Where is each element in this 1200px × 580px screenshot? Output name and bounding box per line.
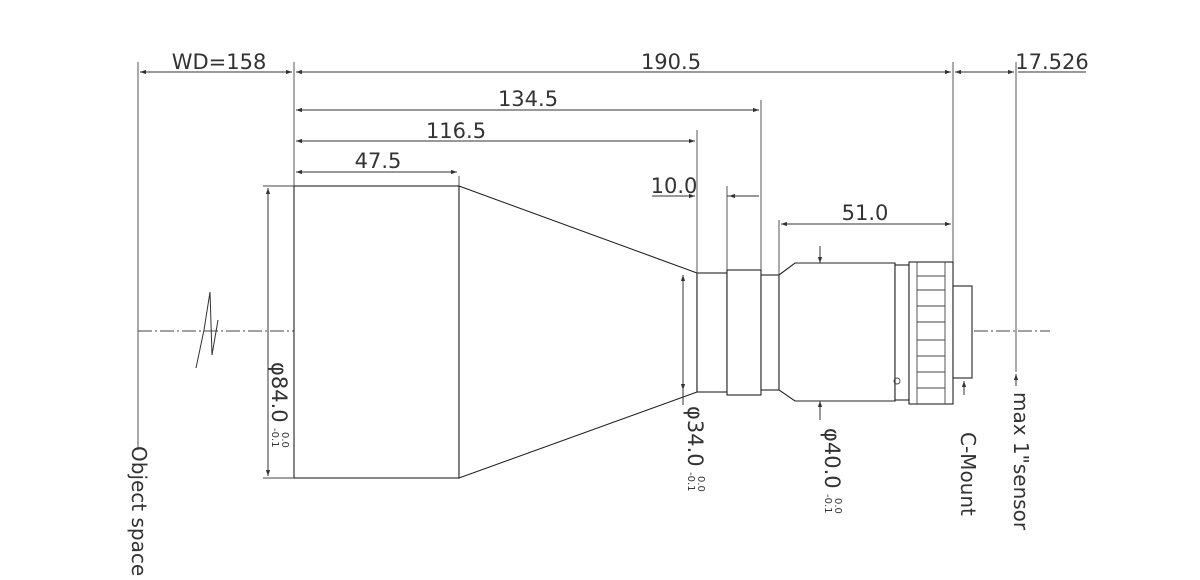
d40-tol-lower: -0.1 — [822, 494, 833, 514]
dimension-lines — [140, 69, 1086, 270]
d84-tol-lower: -0.1 — [269, 428, 280, 448]
d40-value: φ40.0 — [820, 428, 844, 489]
d40-label-group: φ40.0 0.0 -0.1 — [820, 428, 844, 514]
d34-tol-lower: -0.1 — [685, 472, 696, 492]
c-mount-label: C-Mount — [956, 432, 980, 516]
mid-ring — [726, 269, 762, 396]
d34-value: φ34.0 — [683, 406, 707, 467]
lens-body — [293, 185, 973, 479]
d51-label: 51.0 — [842, 201, 889, 225]
rear-body — [778, 262, 896, 402]
d34-tol-upper: 0.0 — [695, 476, 706, 492]
flange-distance-label: 17.526 — [1015, 50, 1088, 74]
d84-tol-upper: 0.0 — [279, 432, 290, 448]
sensor-label: max 1"sensor — [1009, 392, 1033, 531]
d40-tol-upper: 0.0 — [832, 498, 843, 514]
diameter-lines — [265, 188, 1019, 476]
extension-lines — [137, 62, 1017, 479]
neck-ring — [696, 272, 728, 393]
d116-label: 116.5 — [426, 119, 486, 143]
d134-label: 134.5 — [498, 87, 558, 111]
step-ring — [760, 274, 780, 391]
break-symbol — [195, 291, 219, 369]
taper-section — [458, 185, 698, 479]
front-barrel — [293, 185, 460, 479]
total-length-label: 190.5 — [641, 50, 701, 74]
knurl-pattern — [916, 262, 946, 404]
d10-label: 10.0 — [651, 174, 698, 198]
object-space-label: Object space — [127, 446, 151, 576]
screw-mark — [893, 377, 901, 385]
d34-label-group: φ34.0 0.0 -0.1 — [683, 406, 707, 492]
d47-label: 47.5 — [355, 149, 402, 173]
focus-ring-base — [894, 264, 910, 401]
d84-value: φ84.0 — [267, 362, 291, 423]
knurled-ring — [908, 261, 954, 405]
wd-label: WD=158 — [172, 50, 267, 74]
d84-label-group: φ84.0 0.0 -0.1 — [267, 362, 291, 448]
c-mount-thread — [952, 285, 973, 379]
